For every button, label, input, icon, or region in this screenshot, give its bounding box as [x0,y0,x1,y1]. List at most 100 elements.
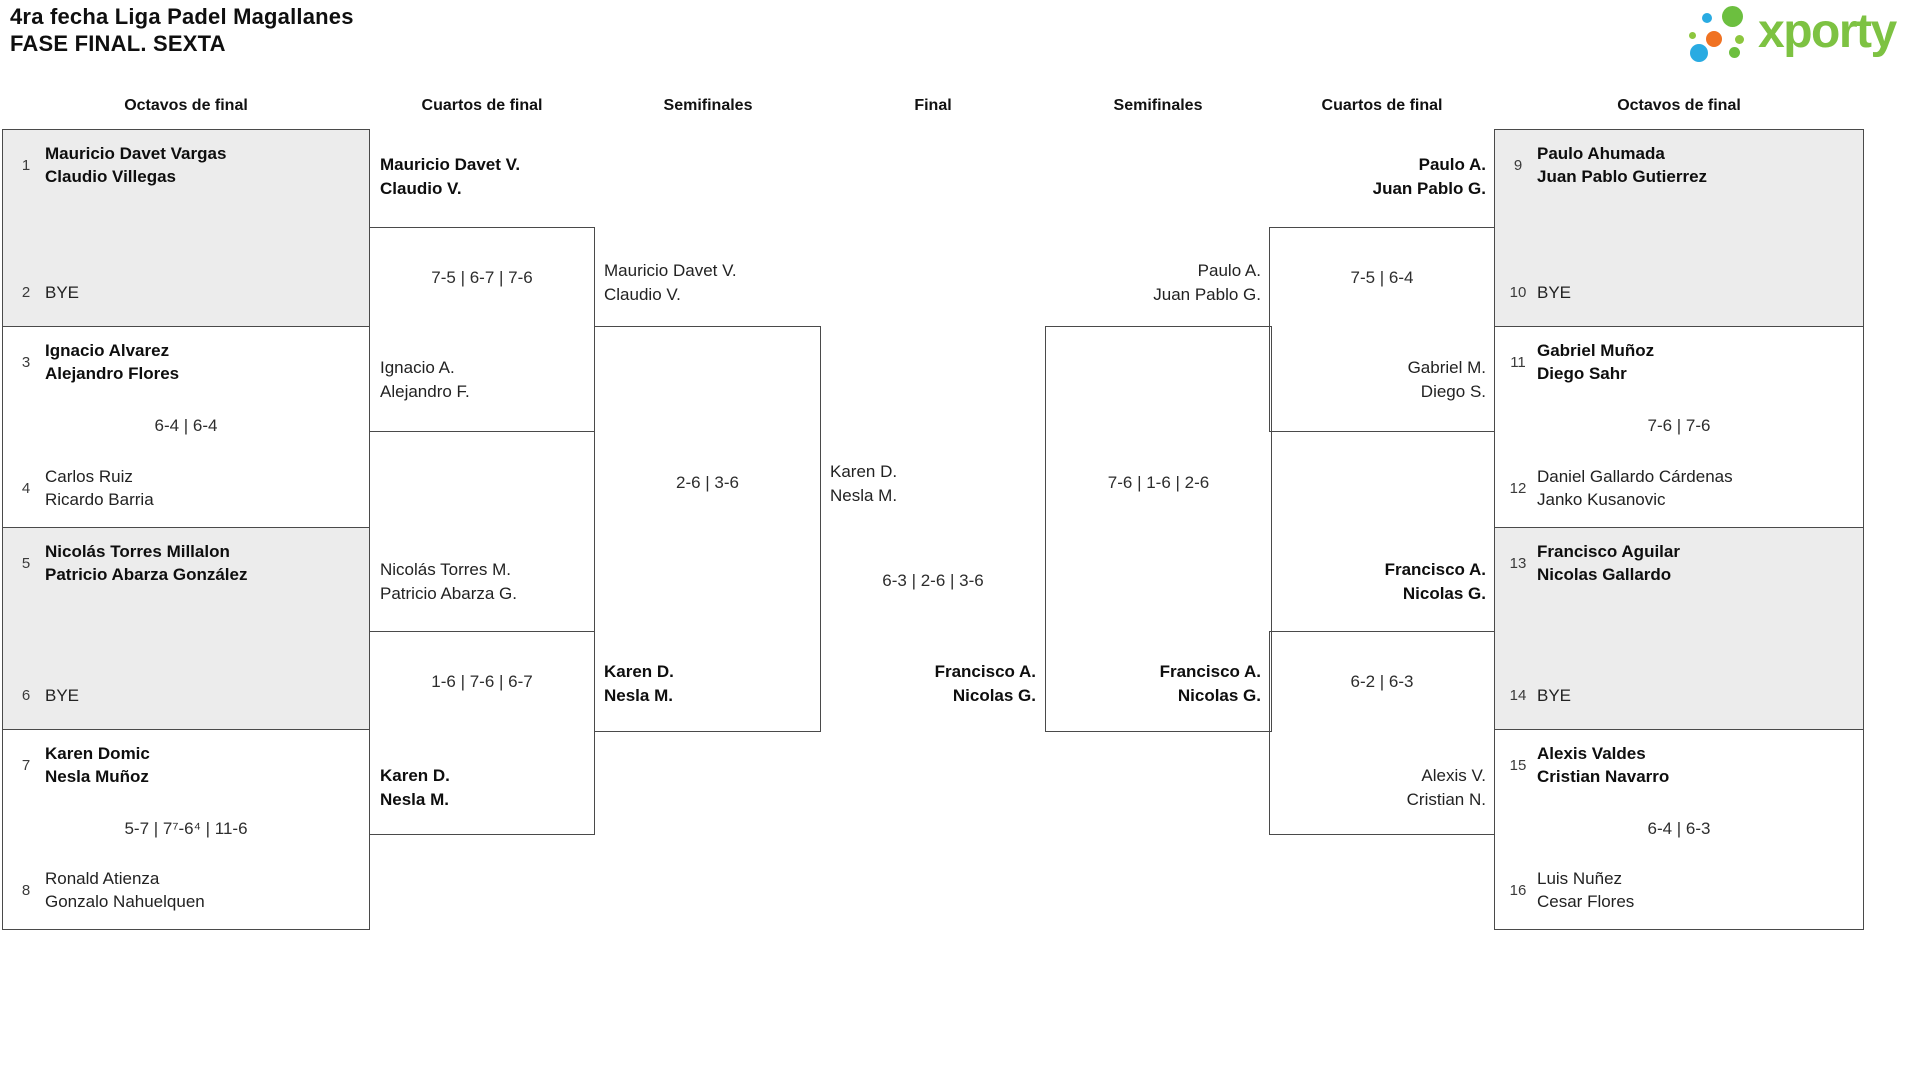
seed-number: 12 [1509,479,1527,497]
final-left-team: Karen D.Nesla M. [830,462,898,505]
match-score: 6-4 | 6-3 [1647,818,1711,838]
seed-number: 6 [21,687,31,704]
qf-left-2-box [369,631,595,835]
logo-dot-blue-small [1702,13,1712,23]
match-score: 5-7 | 7⁷-6⁴ | 11-6 [124,818,248,838]
qf-left-2-top-team: Nicolás Torres M.Patricio Abarza G. [380,560,518,603]
team-pair: 2 BYE [13,281,363,304]
qf-right-1-score: 7-5 | 6-4 [1350,268,1414,287]
qf-left-1-top-team: Mauricio Davet V.Claudio V. [380,155,521,198]
qf-right-2-box [1269,631,1495,835]
round-header-semis-right: Semifinales [1113,97,1203,114]
sf-right-top-team: Paulo A.Juan Pablo G. [1153,261,1261,304]
seed-number: 9 [1513,156,1523,174]
seed-number: 3 [21,353,31,371]
match-score: 7-6 | 7-6 [1647,416,1711,435]
round-header-octavos-right: Octavos de final [1617,97,1741,114]
qf-left-2-bottom-team: Karen D.Nesla M. [380,766,450,809]
logo-dot-green-tiny [1689,32,1696,39]
logo-dot-blue-large [1690,44,1708,62]
logo-dot-orange [1706,31,1722,47]
team-names: BYE [1537,283,1572,302]
round-header-final: Final [914,97,952,114]
seed-number: 4 [21,479,31,497]
seed-number: 5 [21,554,31,572]
qf-left-1-bottom-team: Ignacio A.Alejandro F. [380,358,470,401]
seed-number: 8 [21,881,31,899]
qf-right-2-score: 6-2 | 6-3 [1350,672,1414,691]
seed-number: 15 [1509,756,1527,774]
final-score: 6-3 | 2-6 | 3-6 [882,571,984,590]
sf-right-bottom-team: Francisco A.Nicolas G. [1159,662,1261,705]
page-title-line2: FASE FINAL. SEXTA [10,31,226,56]
qf-right-2-bottom-team: Alexis V.Cristian N. [1406,766,1486,809]
sf-left-top-team: Mauricio Davet V.Claudio V. [604,261,737,304]
team-names: BYE [45,283,80,302]
seed-number: 7 [21,756,31,774]
sf-left-bottom-team: Karen D.Nesla M. [604,662,674,705]
sf-right-score: 7-6 | 1-6 | 2-6 [1107,473,1210,492]
qf-right-1-bottom-team: Gabriel M.Diego S. [1407,358,1486,401]
team-pair: 6 BYE [13,684,363,707]
round-header-octavos-left: Octavos de final [124,97,248,114]
final-right-team: Francisco A.Nicolas G. [934,662,1036,705]
xporty-logo [1686,2,1762,68]
round-header-cuartos-left: Cuartos de final [421,97,543,114]
seed-number: 10 [1509,284,1527,301]
qf-right-1-box [1269,227,1495,432]
seed-number: 13 [1509,554,1527,572]
logo-dot-green-large [1722,6,1743,27]
logo-text: xporty [1758,5,1897,58]
page-title-line1: 4ra fecha Liga Padel Magallanes [10,4,354,29]
logo-dot-green-medium [1729,47,1740,58]
logo-dot-green-small [1735,35,1744,44]
seed-number: 2 [21,284,31,301]
qf-left-2-score: 1-6 | 7-6 | 6-7 [431,672,533,691]
seed-number: 16 [1509,881,1527,899]
team-pair: 10 BYE [1505,281,1857,304]
seed-number: 1 [21,156,31,174]
team-pair: 14 BYE [1505,684,1857,707]
qf-left-1-score: 7-5 | 6-7 | 7-6 [431,268,533,287]
match-score: 6-4 | 6-4 [154,416,218,435]
sf-left-score: 2-6 | 3-6 [675,473,739,492]
qf-right-2-top-team: Francisco A.Nicolas G. [1384,560,1486,603]
team-names: BYE [1537,686,1572,705]
round-header-cuartos-right: Cuartos de final [1321,97,1443,114]
sf-left-box [594,326,821,732]
seed-number: 11 [1510,353,1526,371]
qf-right-1-top-team: Paulo A.Juan Pablo G. [1372,155,1486,198]
